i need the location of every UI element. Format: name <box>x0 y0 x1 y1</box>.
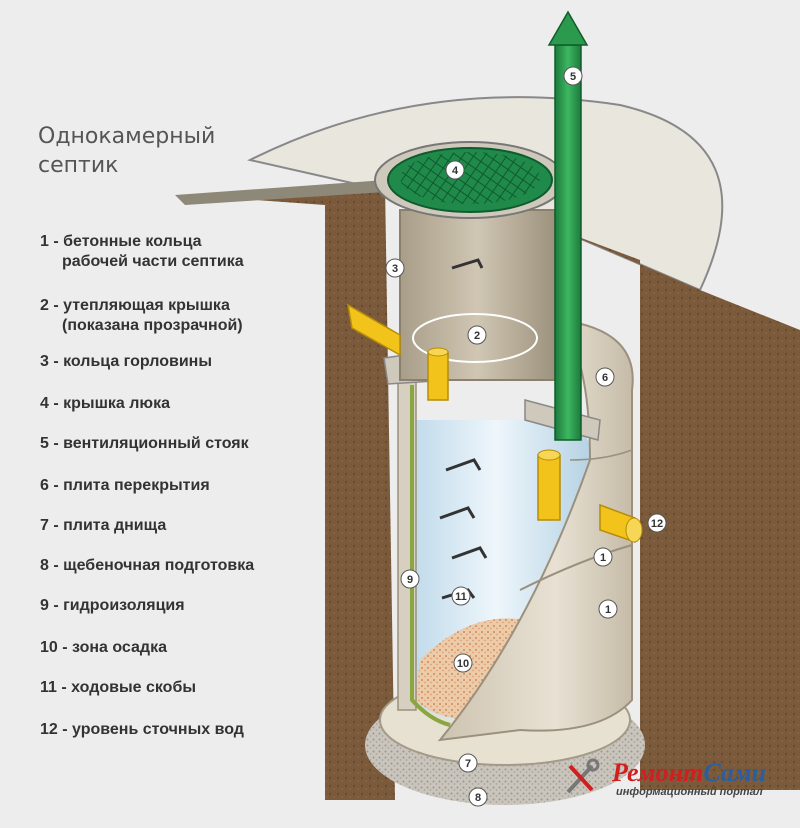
waterproofing-layer <box>410 385 451 727</box>
callout-circle <box>593 547 613 567</box>
callout-circle <box>598 599 618 619</box>
callout-circle <box>400 569 420 589</box>
legend-item-line2: рабочей части септика <box>62 253 244 270</box>
callout-marker: 8 <box>468 787 488 807</box>
manhole-lid-grid <box>400 152 540 204</box>
title-line-2: септик <box>38 153 119 178</box>
callout-marker: 6 <box>595 367 615 387</box>
soil-right <box>560 230 800 790</box>
diagram-title: Однокамерный септик <box>38 122 215 180</box>
callout-label: 3 <box>392 263 398 275</box>
callout-marker: 3 <box>385 258 405 278</box>
callout-circle <box>458 753 478 773</box>
callout-label: 7 <box>465 758 471 770</box>
callout-circle <box>468 787 488 807</box>
legend-item: 3 - кольца горловины <box>40 352 340 372</box>
callout-marker: 1 <box>598 599 618 619</box>
soil-top-edge <box>175 180 385 205</box>
legend-item-line1: 1 - бетонные кольца <box>40 233 202 250</box>
legend-item: 2 - утепляющая крышка (показана прозрачно… <box>40 296 340 336</box>
legend-item-line1: 11 - ходовые скобы <box>40 679 196 696</box>
wrench-and-screwdriver-icon <box>566 758 600 794</box>
callout-label: 5 <box>570 71 576 83</box>
callout-marker: 10 <box>453 653 473 673</box>
callout-label: 12 <box>651 518 663 530</box>
callout-marker: 4 <box>445 160 465 180</box>
callout-circle <box>595 367 615 387</box>
legend-item: 10 - зона осадка <box>40 638 340 658</box>
callout-label: 6 <box>602 372 608 384</box>
callout-label: 4 <box>452 165 459 177</box>
callout-label: 8 <box>475 792 481 804</box>
insulating-cover <box>412 313 538 363</box>
callout-label: 10 <box>457 658 469 670</box>
brand-logo: РемонтСами информационный портал <box>566 758 800 798</box>
legend-item-line1: 7 - плита днища <box>40 517 167 534</box>
callout-label: 9 <box>407 574 413 586</box>
ring-seam-2 <box>569 449 633 461</box>
soil-section <box>185 185 395 800</box>
inlet-pipe <box>346 303 401 357</box>
callout-circle <box>451 586 471 606</box>
brand-name: РемонтСами <box>612 758 800 788</box>
vent-cap <box>547 10 589 46</box>
outlet-pipe-end <box>625 517 643 543</box>
legend-item-line1: 8 - щебеночная подготовка <box>40 557 255 574</box>
legend-item: 8 - щебеночная подготовка <box>40 556 340 576</box>
brand-subtitle: информационный портал <box>616 786 763 798</box>
callout-circle <box>453 653 473 673</box>
brand-name-part1: Ремонт <box>612 758 704 787</box>
callout-marker: 9 <box>400 569 420 589</box>
outlet-riser-top <box>537 449 561 461</box>
callout-marker: 7 <box>458 753 478 773</box>
legend-item: 5 - вентиляционный стояк <box>40 434 340 454</box>
callout-marker: 5 <box>563 66 583 86</box>
callout-label: 1 <box>600 552 606 564</box>
legend-item-line1: 2 - утепляющая крышка <box>40 297 230 314</box>
legend-item: 9 - гидроизоляция <box>40 596 340 616</box>
callout-circle <box>467 325 487 345</box>
callout-circle <box>385 258 405 278</box>
callout-circle <box>563 66 583 86</box>
callout-label: 11 <box>455 591 467 603</box>
neck-rings <box>399 209 556 381</box>
legend-item: 12 - уровень сточных вод <box>40 720 340 740</box>
vent-pipe <box>554 44 582 441</box>
callout-marker: 12 <box>647 513 667 533</box>
title-line-1: Однокамерный <box>38 124 216 149</box>
legend-item-line1: 6 - плита перекрытия <box>40 477 210 494</box>
legend-item-line1: 4 - крышка люка <box>40 395 170 412</box>
legend-item: 7 - плита днища <box>40 516 340 536</box>
legend-item-line1: 12 - уровень сточных вод <box>40 721 244 738</box>
callout-label: 1 <box>605 604 611 616</box>
ring-seam-1 <box>519 544 633 591</box>
inlet-riser <box>427 351 449 401</box>
brand-name-part2: Сами <box>703 758 767 787</box>
tank-wall-right <box>437 318 634 742</box>
callout-circle <box>445 160 465 180</box>
callout-label: 2 <box>474 330 480 342</box>
legend-item: 6 - плита перекрытия <box>40 476 340 496</box>
legend-item-line1: 9 - гидроизоляция <box>40 597 185 614</box>
legend-item-line1: 3 - кольца горловины <box>40 353 212 370</box>
legend-item-line1: 10 - зона осадка <box>40 639 167 656</box>
legend-item: 4 - крышка люка <box>40 394 340 414</box>
callout-circle <box>647 513 667 533</box>
callout-marker: 11 <box>451 586 471 606</box>
callout-marker: 1 <box>593 547 613 567</box>
callout-marker: 2 <box>467 325 487 345</box>
legend-item: 11 - ходовые скобы <box>40 678 340 698</box>
legend-item-line2: (показана прозрачной) <box>62 317 243 334</box>
legend-item: 1 - бетонные кольца рабочей части септика <box>40 232 340 272</box>
outlet-riser <box>537 454 561 521</box>
inlet-riser-top <box>427 347 449 357</box>
legend-item-line1: 5 - вентиляционный стояк <box>40 435 249 452</box>
